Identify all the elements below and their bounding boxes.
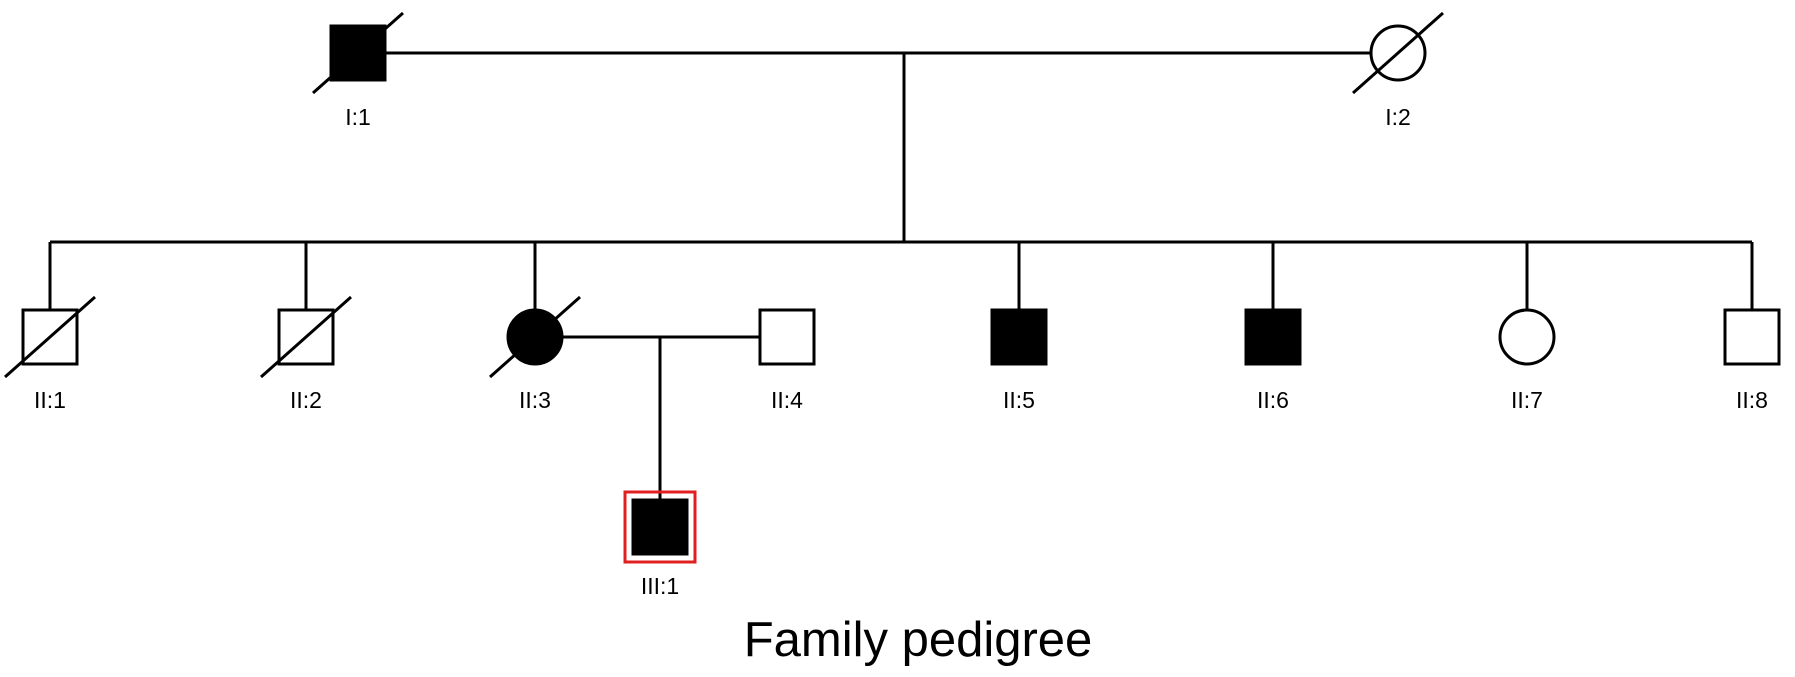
individual-ii-7 <box>1498 308 1556 366</box>
deceased-slash-i-2 <box>1352 11 1444 95</box>
pedigree-lines <box>48 51 1754 500</box>
label-i-1: I:1 <box>345 104 371 130</box>
label-ii-3: II:3 <box>519 387 551 413</box>
individual-ii-1 <box>4 295 96 379</box>
label-ii-5: II:5 <box>1003 387 1035 413</box>
label-ii-4: II:4 <box>771 387 803 413</box>
individual-ii-5 <box>990 308 1048 366</box>
label-i-2: I:2 <box>1385 104 1411 130</box>
label-ii-1: II:1 <box>34 387 66 413</box>
male-square-ii-5 <box>990 308 1048 366</box>
label-ii-2: II:2 <box>290 387 322 413</box>
diagram-title: Family pedigree <box>744 613 1093 667</box>
male-square-ii-4 <box>758 308 816 366</box>
deceased-slash-i-1 <box>312 11 404 95</box>
female-circle-ii-7 <box>1498 308 1556 366</box>
individual-ii-6 <box>1244 308 1302 366</box>
deceased-slash-ii-1 <box>4 295 96 379</box>
label-iii-1: III:1 <box>641 573 679 599</box>
male-square-ii-8 <box>1723 308 1781 366</box>
male-square-iii-1 <box>631 498 689 556</box>
individual-ii-2 <box>260 295 352 379</box>
individual-ii-4 <box>758 308 816 366</box>
pedigree-symbols <box>4 11 1781 564</box>
pedigree-labels: I:1 I:2II:1 II:2 II:3 II:4 II:5 II:6 II:7 II:8II… <box>34 104 1768 599</box>
deceased-slash-ii-2 <box>260 295 352 379</box>
individual-i-1 <box>312 11 404 95</box>
label-ii-7: II:7 <box>1511 387 1543 413</box>
individual-i-2 <box>1352 11 1444 95</box>
individual-ii-3 <box>489 295 581 379</box>
individual-ii-8 <box>1723 308 1781 366</box>
deceased-slash-ii-3 <box>489 295 581 379</box>
individual-iii-1 <box>623 490 697 564</box>
label-ii-8: II:8 <box>1736 387 1768 413</box>
proband-frame <box>623 490 697 564</box>
male-square-ii-6 <box>1244 308 1302 366</box>
label-ii-6: II:6 <box>1257 387 1289 413</box>
